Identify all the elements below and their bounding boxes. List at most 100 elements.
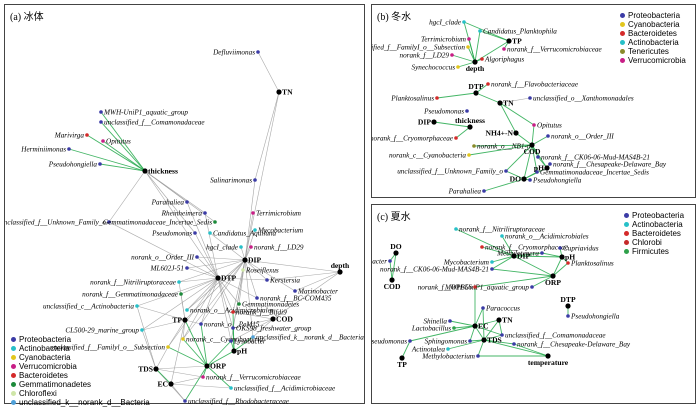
node-c-Cryomor[interactable] bbox=[480, 245, 484, 249]
node-b-Unknown[interactable] bbox=[504, 169, 508, 173]
node-a-COD[interactable] bbox=[270, 316, 276, 322]
node-c-CK06[interactable] bbox=[490, 267, 494, 271]
node-a-pH[interactable] bbox=[231, 348, 237, 354]
node-a-Rheinh[interactable] bbox=[203, 211, 207, 215]
node-c-OPB56[interactable] bbox=[473, 285, 477, 289]
node-a-Marivirga[interactable] bbox=[85, 133, 89, 137]
node-a-OKS98[interactable] bbox=[231, 326, 235, 330]
node-a-Gemmon[interactable] bbox=[237, 302, 241, 306]
node-b-VerrucF[interactable] bbox=[502, 47, 506, 51]
node-a-MWH[interactable] bbox=[99, 110, 103, 114]
node-b-Pseudoh[interactable] bbox=[528, 178, 532, 182]
node-a-Nitrilir[interactable] bbox=[177, 280, 181, 284]
node-a-PeM15[interactable] bbox=[199, 322, 203, 326]
node-b-Cyano[interactable] bbox=[467, 153, 471, 157]
node-c-Plankto[interactable] bbox=[566, 261, 570, 265]
node-a-TP[interactable] bbox=[182, 317, 188, 323]
node-b-FamilyI[interactable] bbox=[466, 45, 470, 49]
node-a-LD29[interactable] bbox=[249, 245, 253, 249]
node-b-Gemmat[interactable] bbox=[535, 170, 539, 174]
node-a-Bact[interactable] bbox=[251, 335, 255, 339]
node-a-Salinar[interactable] bbox=[253, 178, 257, 182]
node-a-thickness[interactable] bbox=[142, 168, 148, 174]
node-a-CL500[interactable] bbox=[140, 328, 144, 332]
node-b-thickness[interactable] bbox=[467, 124, 473, 130]
node-c-Acidimic[interactable] bbox=[500, 234, 504, 238]
node-c-Cupriavidus[interactable] bbox=[558, 246, 562, 250]
node-b-DO[interactable] bbox=[521, 176, 527, 182]
node-b-LD29[interactable] bbox=[450, 53, 454, 57]
node-c-Sphingo[interactable] bbox=[468, 339, 472, 343]
node-a-Verrucomic[interactable] bbox=[201, 375, 205, 379]
node-a-OrderIII[interactable] bbox=[195, 255, 199, 259]
node-c-DIP[interactable] bbox=[511, 253, 517, 259]
node-b-Parahaliea[interactable] bbox=[482, 189, 486, 193]
node-a-Comam[interactable] bbox=[99, 120, 103, 124]
node-c-Pseudomonas[interactable] bbox=[408, 339, 412, 343]
node-c-COD[interactable] bbox=[389, 277, 395, 283]
node-a-Marinobac[interactable] bbox=[293, 289, 297, 293]
node-a-FamilyI[interactable] bbox=[166, 345, 170, 349]
node-b-TP[interactable] bbox=[506, 38, 512, 44]
node-c-Lactob[interactable] bbox=[452, 326, 456, 330]
node-c-Actinot[interactable] bbox=[446, 347, 450, 351]
node-a-ML602[interactable] bbox=[185, 266, 189, 270]
node-a-Parahaliea[interactable] bbox=[185, 200, 189, 204]
node-b-COD[interactable] bbox=[529, 142, 535, 148]
node-c-TP[interactable] bbox=[399, 355, 405, 361]
node-b-TN[interactable] bbox=[497, 100, 503, 106]
node-b-CK06[interactable] bbox=[536, 155, 540, 159]
node-a-depth[interactable] bbox=[337, 269, 343, 275]
node-b-Algoriph[interactable] bbox=[480, 57, 484, 61]
node-a-Lysob[interactable] bbox=[229, 339, 233, 343]
node-a-Mycobac[interactable] bbox=[253, 228, 257, 232]
node-b-Pseudomonas[interactable] bbox=[465, 109, 469, 113]
node-b-Synecho[interactable] bbox=[456, 65, 460, 69]
node-c-Paracoccus[interactable] bbox=[481, 306, 485, 310]
node-a-Terrimic[interactable] bbox=[251, 211, 255, 215]
node-a-Subsection[interactable] bbox=[181, 337, 185, 341]
node-b-Xantho[interactable] bbox=[528, 96, 532, 100]
node-a-Roseif[interactable] bbox=[241, 268, 245, 272]
node-a-Defluviimonas[interactable] bbox=[256, 50, 260, 54]
node-c-Nitrilir[interactable] bbox=[454, 227, 458, 231]
node-c-Mycobac[interactable] bbox=[490, 260, 494, 264]
node-c-Acinetob[interactable] bbox=[388, 259, 392, 263]
node-b-Plankto[interactable] bbox=[435, 96, 439, 100]
node-c-temperature[interactable] bbox=[545, 353, 551, 359]
node-b-hgcI[interactable] bbox=[462, 20, 466, 24]
node-c-DTP[interactable] bbox=[565, 303, 571, 309]
node-a-Aquiluna[interactable] bbox=[208, 231, 212, 235]
node-a-hgcI[interactable] bbox=[239, 245, 243, 249]
node-c-Pseudoh[interactable] bbox=[566, 314, 570, 318]
node-a-BCCOM[interactable] bbox=[255, 296, 259, 300]
node-c-Methylob[interactable] bbox=[476, 354, 480, 358]
node-a-Opitutus[interactable] bbox=[101, 139, 105, 143]
node-b-Flavob[interactable] bbox=[486, 82, 490, 86]
node-a-Kerstersia[interactable] bbox=[265, 278, 269, 282]
node-a-EC[interactable] bbox=[168, 381, 174, 387]
node-a-Gemmat[interactable] bbox=[213, 220, 217, 224]
node-c-ORP[interactable] bbox=[550, 273, 556, 279]
node-c-DO[interactable] bbox=[393, 250, 399, 256]
node-c-EC[interactable] bbox=[472, 323, 478, 329]
node-b-NH4[interactable] bbox=[513, 130, 519, 136]
node-a-DTP[interactable] bbox=[215, 275, 221, 281]
node-a-Gemmatmon[interactable] bbox=[179, 292, 183, 296]
node-c-TN[interactable] bbox=[496, 317, 502, 323]
node-b-Cryomor[interactable] bbox=[454, 136, 458, 140]
node-a-DIP[interactable] bbox=[242, 257, 248, 263]
node-c-Chesa[interactable] bbox=[512, 342, 516, 346]
node-b-Terrimic[interactable] bbox=[467, 37, 471, 41]
node-a-ORP[interactable] bbox=[204, 363, 210, 369]
node-b-DTP[interactable] bbox=[473, 90, 479, 96]
node-a-Pseudomonas[interactable] bbox=[193, 231, 197, 235]
node-a-Hermin[interactable] bbox=[67, 147, 71, 151]
node-a-TN[interactable] bbox=[276, 89, 282, 95]
node-a-Actinob[interactable] bbox=[135, 304, 139, 308]
node-a-Unknown[interactable] bbox=[107, 220, 111, 224]
node-a-Rhodobac[interactable] bbox=[183, 399, 187, 403]
node-c-TDS[interactable] bbox=[481, 337, 487, 343]
node-a-Blfdi[interactable] bbox=[231, 310, 235, 314]
node-c-Comam[interactable] bbox=[500, 333, 504, 337]
